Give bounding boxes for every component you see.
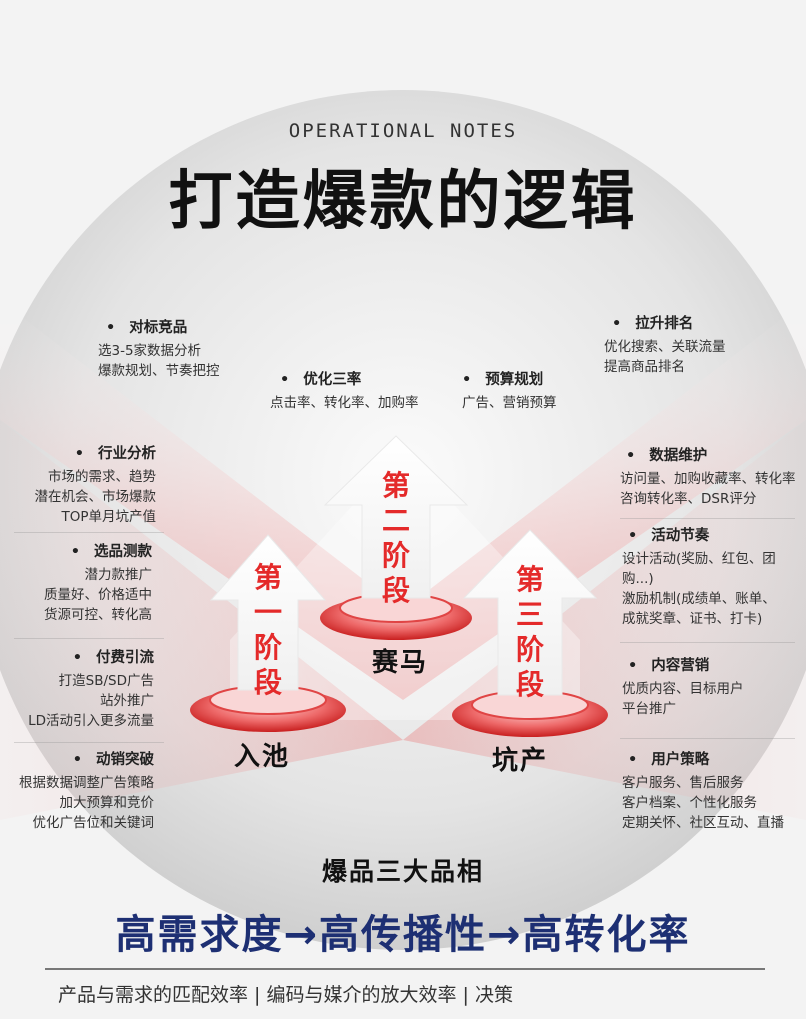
stage-1-arrow-text: 第 一 阶 段 bbox=[253, 561, 282, 699]
item-budget: •预算规划 广告、营销预算 bbox=[462, 372, 557, 411]
divider bbox=[620, 642, 795, 643]
divider bbox=[620, 518, 795, 519]
divider bbox=[14, 638, 164, 639]
stage-3-arrow bbox=[452, 529, 608, 737]
item-optimize-rates: •优化三率 点击率、转化率、加购率 bbox=[270, 372, 419, 411]
page-title: 打造爆款的逻辑 bbox=[168, 165, 638, 239]
item-benchmark: •对标竞品 选3-5家数据分析 爆款规划、节奏把控 bbox=[98, 320, 220, 379]
eyebrow-text: OPERATIONAL NOTES bbox=[288, 120, 518, 142]
item-selection: •选品测款 潜力款推广 质量好、价格适中 货源可控、转化高 bbox=[44, 544, 152, 623]
stage-2-label: 赛马 bbox=[372, 648, 429, 678]
item-data-maintenance: •数据维护 访问量、加购收藏率、转化率 咨询转化率、DSR评分 bbox=[620, 448, 796, 507]
subtitle: 爆品三大品相 bbox=[321, 857, 484, 886]
stage-3-label: 坑产 bbox=[492, 746, 549, 776]
stage-2-arrow bbox=[320, 435, 472, 640]
divider bbox=[620, 738, 795, 739]
item-industry: •行业分析 市场的需求、趋势 潜在机会、市场爆款 TOP单月坑产值 bbox=[34, 446, 157, 525]
footer-rule bbox=[45, 968, 765, 970]
item-ranking: •拉升排名 优化搜索、关联流量 提高商品排名 bbox=[604, 316, 726, 375]
item-activity-rhythm: •活动节奏 设计活动(奖励、红包、团 购...) 激励机制(成绩单、账单、 成就… bbox=[622, 528, 776, 627]
divider bbox=[14, 742, 164, 743]
stage-2-arrow-text: 第 二 阶 段 bbox=[381, 469, 410, 607]
item-content-marketing: •内容营销 优质内容、目标用户 平台推广 bbox=[622, 658, 744, 717]
item-paid-traffic: •付费引流 打造SB/SD广告 站外推广 LD活动引入更多流量 bbox=[28, 650, 154, 729]
stage-3-arrow-text: 第 三 阶 段 bbox=[515, 563, 544, 701]
formula-headline: 高需求度→高传播性→高转化率 bbox=[115, 912, 691, 958]
footer-text: 产品与需求的匹配效率 | 编码与媒介的放大效率 | 决策 bbox=[58, 980, 778, 1007]
stage-1-arrow bbox=[190, 534, 346, 732]
item-user-strategy: •用户策略 客户服务、售后服务 客户档案、个性化服务 定期关怀、社区互动、直播 bbox=[622, 752, 784, 831]
divider bbox=[14, 532, 164, 533]
item-sales-breakthrough: •动销突破 根据数据调整广告策略 加大预算和竞价 优化广告位和关键词 bbox=[19, 752, 154, 831]
stage-1-label: 入池 bbox=[234, 742, 291, 772]
